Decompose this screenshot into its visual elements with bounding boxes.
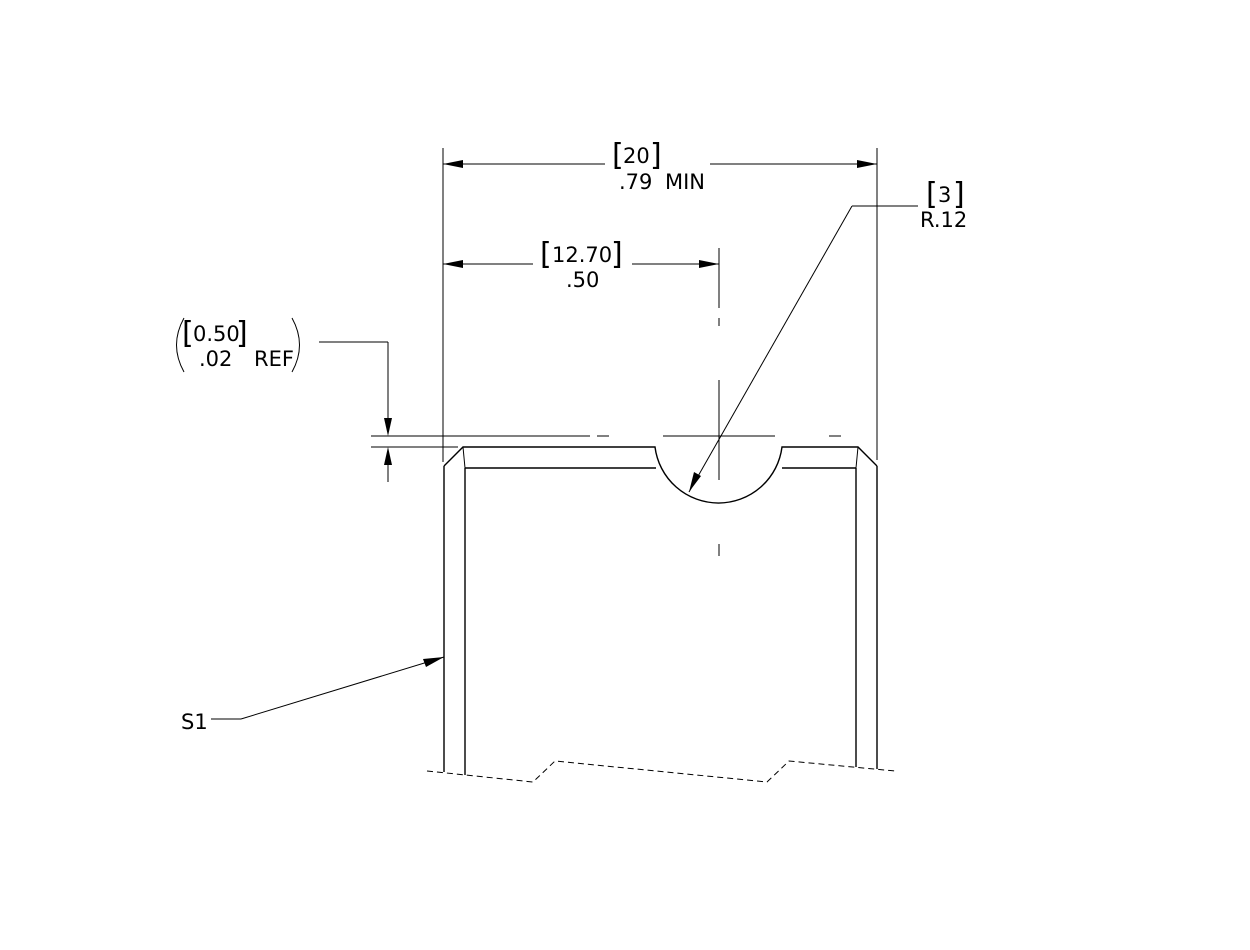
top-edge-with-notch [443, 446, 878, 504]
radius-inch: R.12 [920, 208, 967, 232]
left-chamfer-line [462, 446, 466, 469]
center-lines [597, 248, 841, 556]
svg-text:]: ] [236, 316, 248, 351]
notch-center-metric: 12.70 [552, 243, 612, 267]
notch-center-dimension: [ 12.70 ] .50 [443, 237, 719, 292]
right-chamfer-line [855, 446, 859, 469]
svg-text:[: [ [612, 138, 624, 173]
svg-text:[: [ [540, 237, 552, 272]
svg-text:[: [ [926, 177, 938, 212]
overall-width-metric: 20 [623, 144, 650, 168]
arrowhead [699, 260, 719, 268]
chamfer-inch: .02 [199, 347, 232, 371]
radius-metric: 3 [938, 183, 951, 207]
svg-text:]: ] [650, 138, 662, 173]
arrowhead [384, 418, 392, 436]
arrowhead [857, 160, 877, 168]
arrowhead [443, 160, 463, 168]
chamfer-qualifier: REF [254, 347, 294, 371]
chamfer-dimension: [ 0.50 ] .02 REF [176, 316, 392, 482]
arrowhead [384, 447, 392, 465]
svg-text:[: [ [182, 316, 194, 351]
overall-width-inch: .79 [619, 170, 652, 194]
svg-text:]: ] [953, 177, 965, 212]
svg-text:]: ] [611, 237, 623, 272]
surface-callout: S1 [181, 656, 445, 734]
overall-width-qualifier: MIN [665, 170, 705, 194]
part-outline [443, 446, 878, 775]
extension-lines [371, 148, 878, 462]
radius-callout: [ 3 ] R.12 [688, 177, 967, 493]
break-line [426, 760, 896, 783]
surface-label: S1 [181, 710, 208, 734]
arrowhead [689, 472, 701, 492]
arrowhead [443, 260, 463, 268]
notch-center-inch: .50 [566, 268, 599, 292]
chamfer-metric: 0.50 [193, 322, 240, 346]
overall-width-dimension: [ 20 ] .79 MIN [443, 138, 877, 194]
arrowhead [423, 657, 444, 667]
